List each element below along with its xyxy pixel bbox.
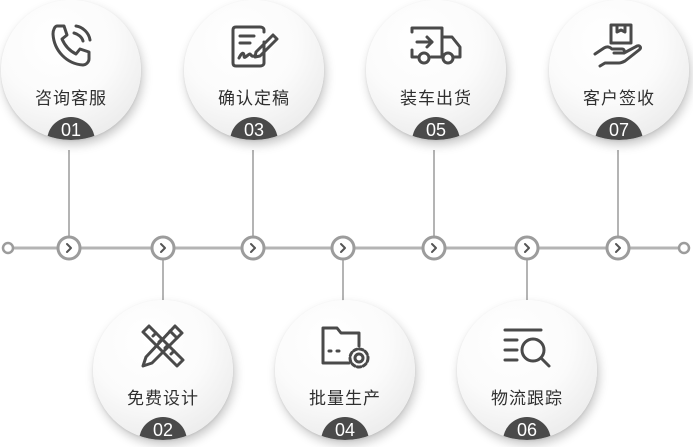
step-number-badge: 03: [230, 117, 278, 140]
delivery-truck-icon: [408, 20, 464, 72]
step-number-badge: 04: [321, 417, 369, 440]
chevron-right-icon: [615, 243, 621, 253]
pencil-ruler-icon: [135, 320, 191, 372]
step-number-badge: 06: [503, 417, 551, 440]
step-number-badge: 02: [139, 417, 187, 440]
chevron-right-icon: [431, 243, 437, 253]
step-06: 物流跟踪 06: [457, 300, 597, 440]
timeline-node-06: [514, 235, 540, 261]
chevron-right-icon: [250, 243, 256, 253]
chevron-right-icon: [160, 243, 166, 253]
signed-document-icon: [226, 20, 282, 72]
timeline-node-07: [605, 235, 631, 261]
step-05: 装车出货 05: [366, 0, 506, 140]
timeline-node-01: [56, 235, 82, 261]
chevron-right-icon: [340, 243, 346, 253]
step-number-badge: 01: [47, 117, 95, 140]
step-07: 客户签收 07: [549, 0, 689, 140]
step-label: 咨询客服: [35, 89, 107, 109]
step-label: 物流跟踪: [491, 389, 563, 409]
timeline-start-dot: [1, 241, 15, 255]
step-label: 装车出货: [400, 89, 472, 109]
step-01: 咨询客服 01: [1, 0, 141, 140]
step-label: 客户签收: [583, 89, 655, 109]
step-label: 批量生产: [309, 389, 381, 409]
timeline-node-03: [240, 235, 266, 261]
step-number-badge: 05: [412, 117, 460, 140]
timeline-node-04: [330, 235, 356, 261]
timeline-nodes: [56, 235, 631, 261]
chevron-right-icon: [66, 243, 72, 253]
step-04: 批量生产 04: [275, 300, 415, 440]
folder-gear-icon: [317, 320, 373, 372]
hand-package-icon: [591, 20, 647, 72]
step-number-badge: 07: [595, 117, 643, 140]
step-label: 免费设计: [127, 389, 199, 409]
timeline-end-dot: [677, 241, 691, 255]
step-03: 确认定稿 03: [184, 0, 324, 140]
timeline-node-05: [421, 235, 447, 261]
step-02: 免费设计 02: [93, 300, 233, 440]
connector-lines: [68, 150, 619, 306]
list-search-icon: [499, 320, 555, 372]
phone-icon: [43, 20, 99, 72]
chevron-right-icon: [524, 243, 530, 253]
timeline-node-02: [150, 235, 176, 261]
step-label: 确认定稿: [218, 89, 290, 109]
